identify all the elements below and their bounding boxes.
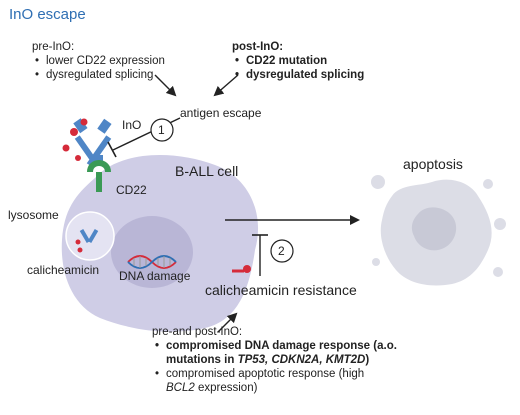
b-all-cell-label: B-ALL cell — [175, 163, 239, 179]
step-1-number: 1 — [158, 123, 165, 137]
nucleus — [111, 216, 193, 288]
pre-ino-block: pre-InO: lower CD22 expression dysregula… — [32, 40, 165, 82]
step-2-badge — [270, 239, 294, 263]
bcl2-gene: BCL2 — [166, 382, 195, 394]
internalized-antibody-icon — [75, 228, 99, 253]
calicheamicin-label: calicheamicin — [27, 263, 100, 277]
ino-antibody-icon — [73, 118, 112, 167]
apoptotic-cell — [371, 175, 506, 286]
resistance-label: calicheamicin resistance — [205, 282, 357, 298]
pre-ino-item: dysregulated splicing — [32, 68, 165, 82]
ino-label: InO — [122, 118, 142, 132]
calicheamicin-drug-icon — [62, 118, 88, 161]
inhibition-bar-1 — [107, 141, 117, 158]
cd22-label: CD22 — [116, 183, 147, 197]
pre-post-item-dna: compromised DNA damage response (a.o. mu… — [152, 339, 397, 367]
post-ino-heading: post-InO: — [232, 41, 284, 53]
pre-post-item-apoptosis: compromised apoptotic response (high BCL… — [152, 367, 397, 395]
apoptosis-label: apoptosis — [403, 156, 463, 172]
gene-list: TP53, CDKN2A, KMT2D — [237, 354, 366, 366]
post-ino-item: dysregulated splicing — [232, 68, 364, 82]
pre-post-heading: pre-and post-InO: — [152, 326, 243, 338]
dna-damage-label: DNA damage — [119, 269, 191, 283]
pre-post-item-apoptosis-line2: BCL2 expression) — [166, 381, 397, 395]
pre-ino-heading: pre-InO: — [32, 41, 75, 53]
mutations-prefix: mutations in — [166, 354, 238, 366]
post-ino-block: post-InO: CD22 mutation dysregulated spl… — [232, 40, 364, 82]
post-ino-item: CD22 mutation — [232, 54, 364, 68]
dna-helix-icon — [127, 255, 177, 269]
pre-post-item-dna-line1: compromised DNA damage response (a.o. — [166, 340, 397, 352]
pre-ino-item: lower CD22 expression — [32, 54, 165, 68]
pre-post-block: pre-and post-InO: compromised DNA damage… — [152, 325, 397, 395]
pre-post-item-apoptosis-line1: compromised apoptotic response (high — [166, 368, 365, 380]
pre-post-arrow — [217, 312, 238, 333]
lysosome — [65, 211, 115, 261]
lysosome-label: lysosome — [8, 208, 59, 222]
antigen-escape-label: antigen escape — [180, 106, 262, 120]
figure-title: InO escape — [9, 6, 86, 23]
pre-post-item-dna-line2: mutations in TP53, CDKN2A, KMT2D) — [166, 353, 397, 367]
step-1-badge — [150, 118, 174, 142]
resistance-drug-icon — [232, 265, 251, 273]
bcl2-suffix: expression) — [194, 382, 258, 394]
mutations-suffix: ) — [365, 354, 370, 366]
cd22-receptor-icon — [87, 160, 111, 192]
step-2-number: 2 — [278, 244, 285, 258]
